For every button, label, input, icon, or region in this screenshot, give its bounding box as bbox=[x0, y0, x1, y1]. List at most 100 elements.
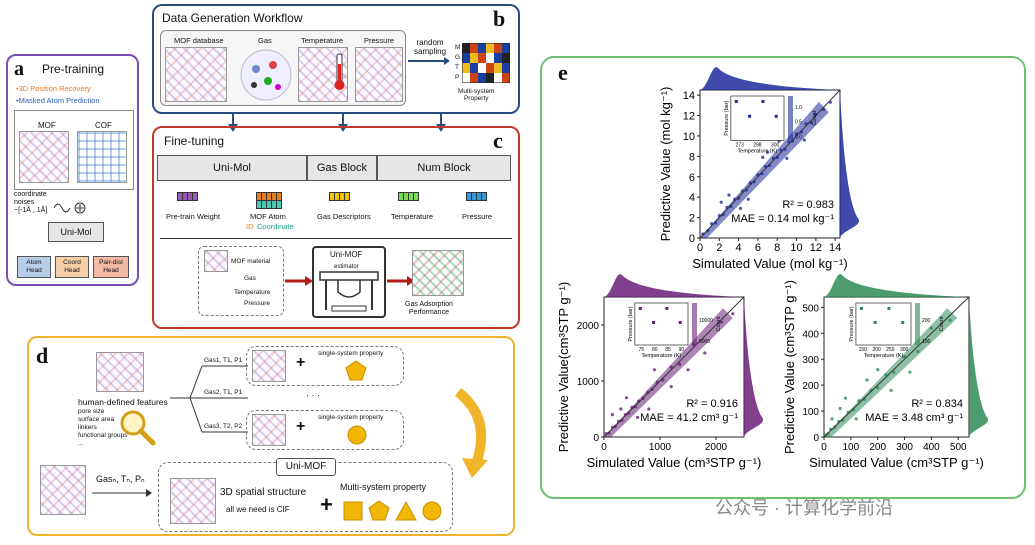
structures-frame bbox=[14, 110, 134, 190]
gas-descriptor-vector bbox=[329, 192, 350, 201]
chart-0-ytick-label: 14 bbox=[683, 90, 695, 102]
chart-2-inset-point bbox=[873, 321, 877, 324]
chart-0-xtick-label: 6 bbox=[755, 242, 761, 254]
estimator-machine-icon bbox=[319, 271, 379, 312]
temperature-vector bbox=[398, 192, 419, 201]
chart-0-ytick-label: 10 bbox=[683, 131, 695, 143]
chart-0-annotation: MAE = 0.14 mol kg⁻¹ bbox=[731, 213, 834, 225]
chart-2-point bbox=[857, 399, 861, 403]
pair-dist-head: Pair-dist Head bbox=[93, 256, 129, 278]
chart-1-xtick-label: 2000 bbox=[705, 442, 728, 453]
matrix-row-g: G bbox=[455, 54, 461, 61]
feature-temperature: Temperature bbox=[391, 212, 434, 221]
mof-material-image bbox=[204, 250, 228, 272]
chart-2-point bbox=[876, 367, 880, 372]
chart-2-point bbox=[884, 373, 888, 377]
chart-0-inset-ylabel: Pressure (bar) bbox=[724, 100, 730, 135]
coord-head: Coord Head bbox=[55, 256, 89, 278]
mof-structure-image bbox=[19, 131, 69, 183]
d-structure-image bbox=[170, 478, 216, 524]
chart-0-inset-colorbar bbox=[788, 96, 793, 141]
chart-1-annotation: MAE = 41.2 cm³ g⁻¹ bbox=[640, 412, 738, 424]
chart-0-inset-xtick: 298 bbox=[753, 142, 762, 148]
legend-position-recovery: •3D Position Recovery bbox=[16, 84, 91, 93]
chart-0-point bbox=[746, 197, 750, 201]
chart-0-xtick-label: 4 bbox=[736, 242, 742, 254]
row1-box bbox=[246, 346, 404, 386]
feature-id: ID bbox=[246, 222, 254, 231]
chart-1-xtick-label: 1000 bbox=[649, 442, 672, 453]
chart-2-point bbox=[865, 378, 869, 382]
chart-2-xtick-label: 400 bbox=[923, 442, 940, 453]
chart-2-ytick-label: 0 bbox=[813, 433, 819, 444]
arrow-b-c-2 bbox=[342, 114, 344, 126]
chart-0-inset-xtick: 273 bbox=[735, 142, 744, 148]
chart-1-point bbox=[731, 312, 735, 316]
cif-label: all we need is CIF bbox=[226, 505, 290, 514]
chart-1-point bbox=[669, 365, 673, 369]
chart-2-xtick-label: 200 bbox=[869, 442, 886, 453]
chart-1-inset-xlabel: Temperature (K) bbox=[642, 353, 682, 359]
inputs-dashed-box bbox=[198, 246, 284, 316]
shape-pentagon-icon bbox=[368, 500, 390, 521]
gas-adsorption-performance: Gas Adsorption Performance bbox=[405, 301, 453, 316]
chart-1-point bbox=[610, 413, 615, 417]
chart-1-inset-colorbar bbox=[692, 303, 697, 345]
gas-label: Gas bbox=[258, 36, 272, 45]
noise-label: coordinate noises ~[-1Å , 1Å] bbox=[14, 191, 48, 214]
panel-c-finetuning bbox=[152, 126, 520, 329]
row-ellipsis: · · · bbox=[306, 390, 320, 400]
chart-2-point bbox=[826, 432, 830, 436]
chart-2-inset-xtick: 300 bbox=[900, 347, 909, 353]
pretrain-unimol-block: Uni-Mol bbox=[48, 222, 104, 242]
chart-2-inset-xtick: 250 bbox=[886, 347, 895, 353]
chart-2-xtick-label: 0 bbox=[821, 442, 827, 453]
chart-1-inset-ctick: 5000 bbox=[699, 339, 710, 345]
row1-plus: + bbox=[296, 354, 306, 371]
chart-2-point bbox=[948, 318, 952, 322]
chart-0-inset-ctick: 1.0 bbox=[795, 105, 802, 111]
chart-1-ytick-label: 2000 bbox=[577, 321, 600, 332]
chart-1-annotation: R² = 0.916 bbox=[686, 398, 738, 410]
panel-c-label: c bbox=[493, 128, 503, 153]
panel-b-data-generation bbox=[152, 4, 520, 114]
chart-0-inset-xtick: 300 bbox=[771, 142, 780, 148]
chart-2-inset-clabel: Count bbox=[939, 316, 945, 331]
row3-mof-image bbox=[252, 414, 286, 446]
matrix-row-p: P bbox=[455, 74, 460, 81]
chart-2-xtick-label: 300 bbox=[896, 442, 913, 453]
chart-0-ytick-label: 8 bbox=[689, 151, 695, 163]
d-mof-bottom-image bbox=[40, 465, 86, 515]
chart-0-inset-point bbox=[761, 100, 765, 103]
chart-0-inset-xlabel: Temperature (K) bbox=[738, 148, 778, 154]
cof-structure-image bbox=[77, 131, 127, 183]
chart-2-inset-ctick: 200 bbox=[922, 318, 931, 324]
chart-2-inset-point bbox=[887, 307, 891, 310]
chart-0-point bbox=[785, 156, 789, 160]
chart-2-right-histogram bbox=[969, 297, 989, 437]
chart-2-diagonal bbox=[823, 296, 970, 438]
chart-2-ylabel: Predictive Value (cm³STP g⁻¹) bbox=[782, 280, 797, 454]
chart-0-xtick-label: 10 bbox=[790, 242, 802, 254]
chart-2-inset-xtick: 150 bbox=[859, 347, 868, 353]
chart-0-point bbox=[727, 193, 731, 197]
panel-a-pretraining bbox=[6, 54, 139, 286]
chart-0-xtick-label: 14 bbox=[829, 242, 841, 254]
chart-0-ytick-label: 0 bbox=[689, 233, 695, 245]
chart-2-ytick-label: 300 bbox=[802, 355, 819, 366]
chart-2-point bbox=[902, 355, 907, 359]
shape-circle-icon bbox=[422, 501, 442, 521]
chart-1-inset-ylabel: Pressure (bar) bbox=[628, 306, 634, 341]
mof-coord-vector bbox=[256, 200, 282, 209]
finetune-unimol-block: Uni-Mol bbox=[157, 155, 307, 181]
watermark: 公众号 · 计算化学前沿 bbox=[715, 498, 893, 518]
chart-2-inset-colorbar bbox=[915, 303, 920, 345]
arrow-b-c-3-head bbox=[436, 124, 446, 132]
chart-1-inset-xtick: 85 bbox=[665, 347, 671, 353]
chart-1-inset-clabel: Count bbox=[716, 316, 722, 331]
chart-1-inset-xtick: 90 bbox=[679, 347, 685, 353]
panel-d-label: d bbox=[36, 343, 49, 368]
chart-1-inset-ctick: 10000 bbox=[699, 318, 713, 324]
human-features-title: human-defined features bbox=[78, 397, 168, 407]
